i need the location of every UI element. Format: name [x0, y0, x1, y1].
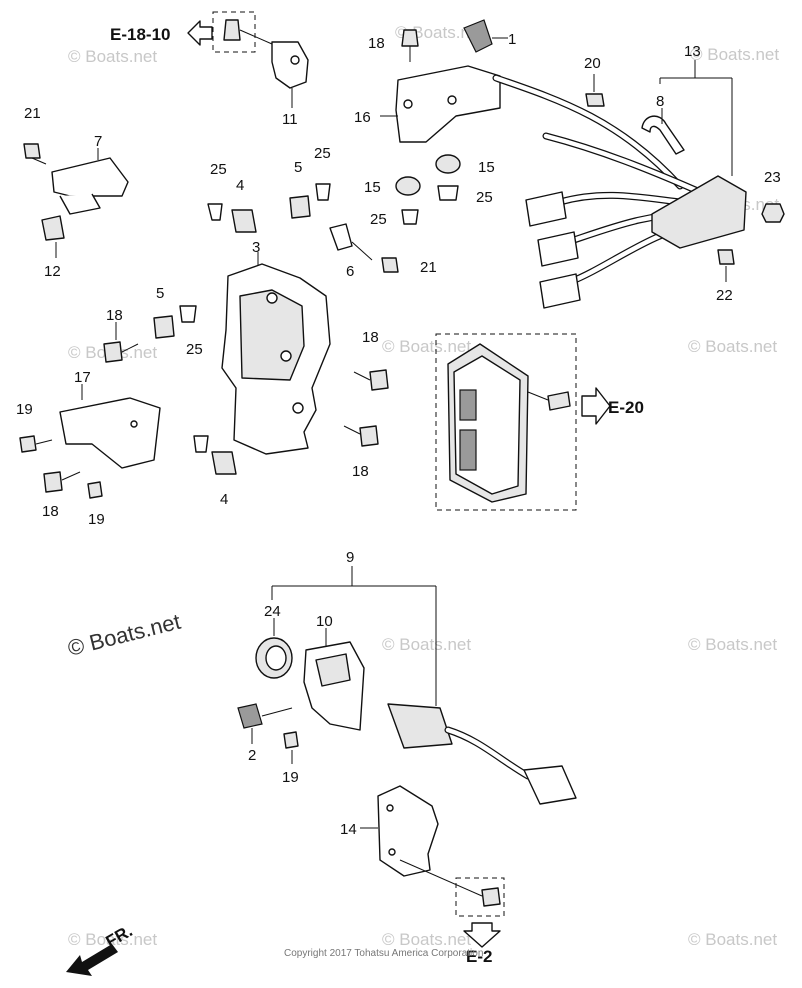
part-2-clip[interactable]: [237, 703, 293, 744]
part-1-clip[interactable]: [463, 19, 508, 53]
callout-8: 8: [656, 93, 664, 110]
callout-25: 25: [210, 161, 227, 178]
watermark: © Boats.net: [68, 47, 157, 66]
dashed-box: [212, 11, 256, 53]
part-19-bolt-left[interactable]: [19, 435, 53, 453]
part-10-bracket[interactable]: [303, 628, 365, 731]
part-25-collars-center[interactable]: [179, 183, 331, 453]
callout-23: 23: [764, 169, 781, 186]
part-25-collar[interactable]: [401, 185, 459, 225]
part-15-grommet[interactable]: [395, 154, 461, 196]
callout-layer: 1 2 3 4 4 5 5 6 7 8 9 10 11 12 13 14 15 …: [16, 31, 781, 838]
part-4-grommet[interactable]: [211, 209, 257, 475]
callout-24: 24: [264, 603, 281, 620]
reference-e18-10[interactable]: E-18-10: [110, 11, 256, 53]
part-23-nut[interactable]: [761, 203, 785, 223]
watermark: © Boats.net: [688, 635, 777, 654]
callout-15: 15: [364, 179, 381, 196]
part-18-bolt-top[interactable]: [401, 29, 419, 62]
dashed-box: [455, 877, 505, 917]
callout-18: 18: [106, 307, 123, 324]
part-11-bracket[interactable]: [223, 19, 309, 108]
callout-3: 3: [252, 239, 260, 256]
left-arrow-icon: [187, 20, 213, 46]
part-14-bracket[interactable]: [360, 785, 505, 917]
callout-1: 1: [508, 31, 516, 48]
callout-18: 18: [368, 35, 385, 52]
part-20-bolt[interactable]: [585, 74, 605, 107]
callout-15: 15: [478, 159, 495, 176]
part-19-bolt-bottom[interactable]: [283, 731, 299, 764]
part-24-seal[interactable]: [255, 618, 293, 679]
callout-4: 4: [236, 177, 244, 194]
right-arrow-icon: [581, 387, 611, 425]
down-arrow-icon: [463, 922, 501, 948]
part-12-clip[interactable]: [41, 215, 65, 258]
watermark: © Boats.net: [690, 45, 779, 64]
front-arrow-icon: [66, 944, 118, 976]
callout-5: 5: [294, 159, 302, 176]
part-18-bolt-left[interactable]: [103, 322, 139, 363]
callout-16: 16: [354, 109, 371, 126]
part-17-bracket[interactable]: [59, 384, 161, 469]
callout-14: 14: [340, 821, 357, 838]
watermark: © Boats.net: [688, 337, 777, 356]
part-7-bracket[interactable]: [51, 148, 129, 215]
watermark: © Boats.net: [68, 930, 157, 949]
reference-e20[interactable]: E-20: [581, 387, 644, 425]
callout-19: 19: [282, 769, 299, 786]
part-18-bolts-right[interactable]: [343, 369, 389, 447]
copyright-text: Copyright 2017 Tohatsu America Corporati…: [284, 948, 483, 959]
callout-13: 13: [684, 43, 701, 60]
callout-18: 18: [42, 503, 59, 520]
reference-label: E-20: [608, 398, 644, 417]
callout-25: 25: [186, 341, 203, 358]
callout-4: 4: [220, 491, 228, 508]
dashed-box: [435, 333, 577, 511]
cdi-unit-box[interactable]: [435, 333, 577, 511]
callout-5: 5: [156, 285, 164, 302]
callout-19: 19: [88, 511, 105, 528]
part-5-grommet[interactable]: [153, 195, 311, 339]
callout-19: 19: [16, 401, 33, 418]
callout-2: 2: [248, 747, 256, 764]
reference-e2[interactable]: E-2: [463, 922, 501, 966]
watermark: © Boats.net: [382, 337, 471, 356]
part-8-clamp[interactable]: [641, 108, 685, 155]
callout-22: 22: [716, 287, 733, 304]
callout-25: 25: [370, 211, 387, 228]
callout-25: 25: [476, 189, 493, 206]
part-21-bolt-center[interactable]: [381, 257, 399, 273]
watermark-main: © Boats.net: [65, 609, 183, 661]
callout-20: 20: [584, 55, 601, 72]
reference-label: E-18-10: [110, 25, 170, 44]
part-18-bolt-bottom-left[interactable]: [43, 471, 81, 493]
callout-21: 21: [24, 105, 41, 122]
watermark: © Boats.net: [688, 930, 777, 949]
part-3-bracket[interactable]: [221, 252, 331, 455]
callout-18: 18: [352, 463, 369, 480]
part-21-bolt[interactable]: [23, 143, 47, 165]
callout-21: 21: [420, 259, 437, 276]
callout-10: 10: [316, 613, 333, 630]
callout-11: 11: [282, 111, 298, 128]
part-16-bracket[interactable]: [380, 65, 501, 143]
watermark: © Boats.net: [382, 930, 471, 949]
part-9-assembly[interactable]: [271, 566, 577, 805]
watermark: © Boats.net: [382, 635, 471, 654]
callout-7: 7: [94, 133, 102, 150]
part-22-bolt[interactable]: [717, 249, 735, 282]
callout-6: 6: [346, 263, 354, 280]
callout-18: 18: [362, 329, 379, 346]
part-13-wire-harness[interactable]: [492, 60, 747, 309]
reference-label: E-2: [466, 947, 492, 966]
part-6-clamp[interactable]: [329, 223, 373, 261]
callout-25: 25: [314, 145, 331, 162]
callout-17: 17: [74, 369, 91, 386]
part-19-bolt-bottom-left[interactable]: [87, 481, 103, 499]
callout-9: 9: [346, 549, 354, 566]
callout-12: 12: [44, 263, 61, 280]
